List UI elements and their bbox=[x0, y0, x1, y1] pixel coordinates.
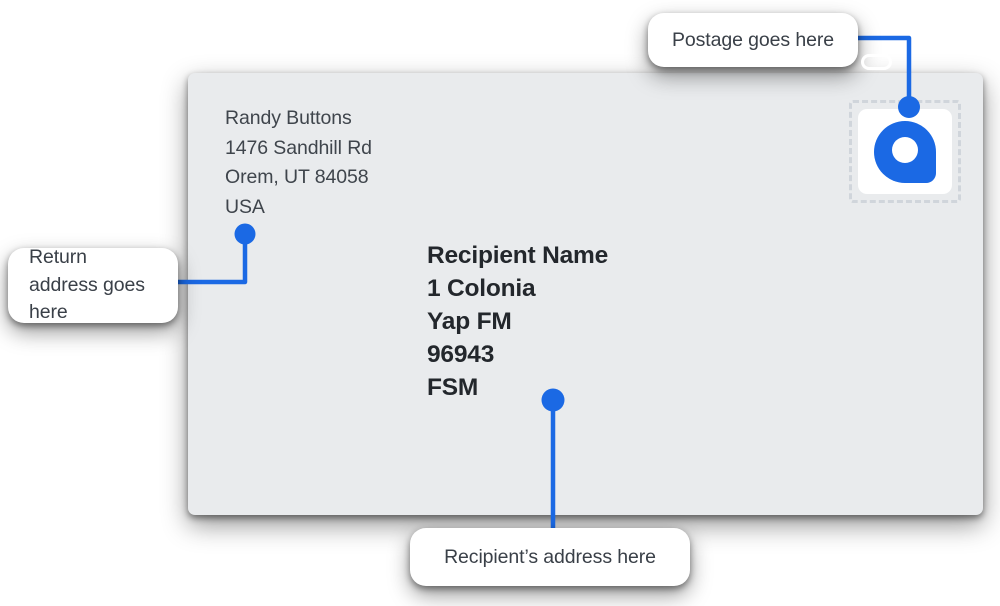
recipient-address-line: FSM bbox=[427, 374, 479, 401]
callout-postage: Postage goes here bbox=[648, 13, 858, 67]
recipient-address-line: Yap FM bbox=[427, 308, 512, 335]
postage-stamp bbox=[849, 100, 961, 203]
recipient-address-line: 96943 bbox=[427, 341, 495, 368]
return-address-line: USA bbox=[225, 195, 265, 218]
return-address-line: Randy Buttons bbox=[225, 107, 352, 129]
decorative-notch bbox=[861, 54, 892, 70]
recipient-address-line: 1 Colonia bbox=[427, 275, 536, 302]
return-address-line: Orem, UT 84058 bbox=[225, 166, 369, 188]
envelope: Randy Buttons 1476 Sandhill Rd Orem, UT … bbox=[188, 73, 983, 515]
callout-recipient-address-label: Recipient’s address here bbox=[444, 545, 656, 568]
recipient-address-line: Recipient Name bbox=[427, 242, 609, 269]
location-pin-logo-icon bbox=[874, 120, 936, 183]
callout-return-address-label: Return address goes here bbox=[29, 246, 145, 324]
stamp-paper bbox=[858, 109, 952, 194]
recipient-address-block: Recipient Name 1 Colonia Yap FM 96943 FS… bbox=[427, 239, 608, 404]
callout-return-address: Return address goes here bbox=[8, 246, 178, 323]
callout-recipient-address: Recipient’s address here bbox=[410, 528, 690, 586]
callout-postage-label: Postage goes here bbox=[671, 28, 834, 51]
return-address-block: Randy Buttons 1476 Sandhill Rd Orem, UT … bbox=[225, 104, 372, 222]
return-address-line: 1476 Sandhill Rd bbox=[225, 136, 372, 159]
